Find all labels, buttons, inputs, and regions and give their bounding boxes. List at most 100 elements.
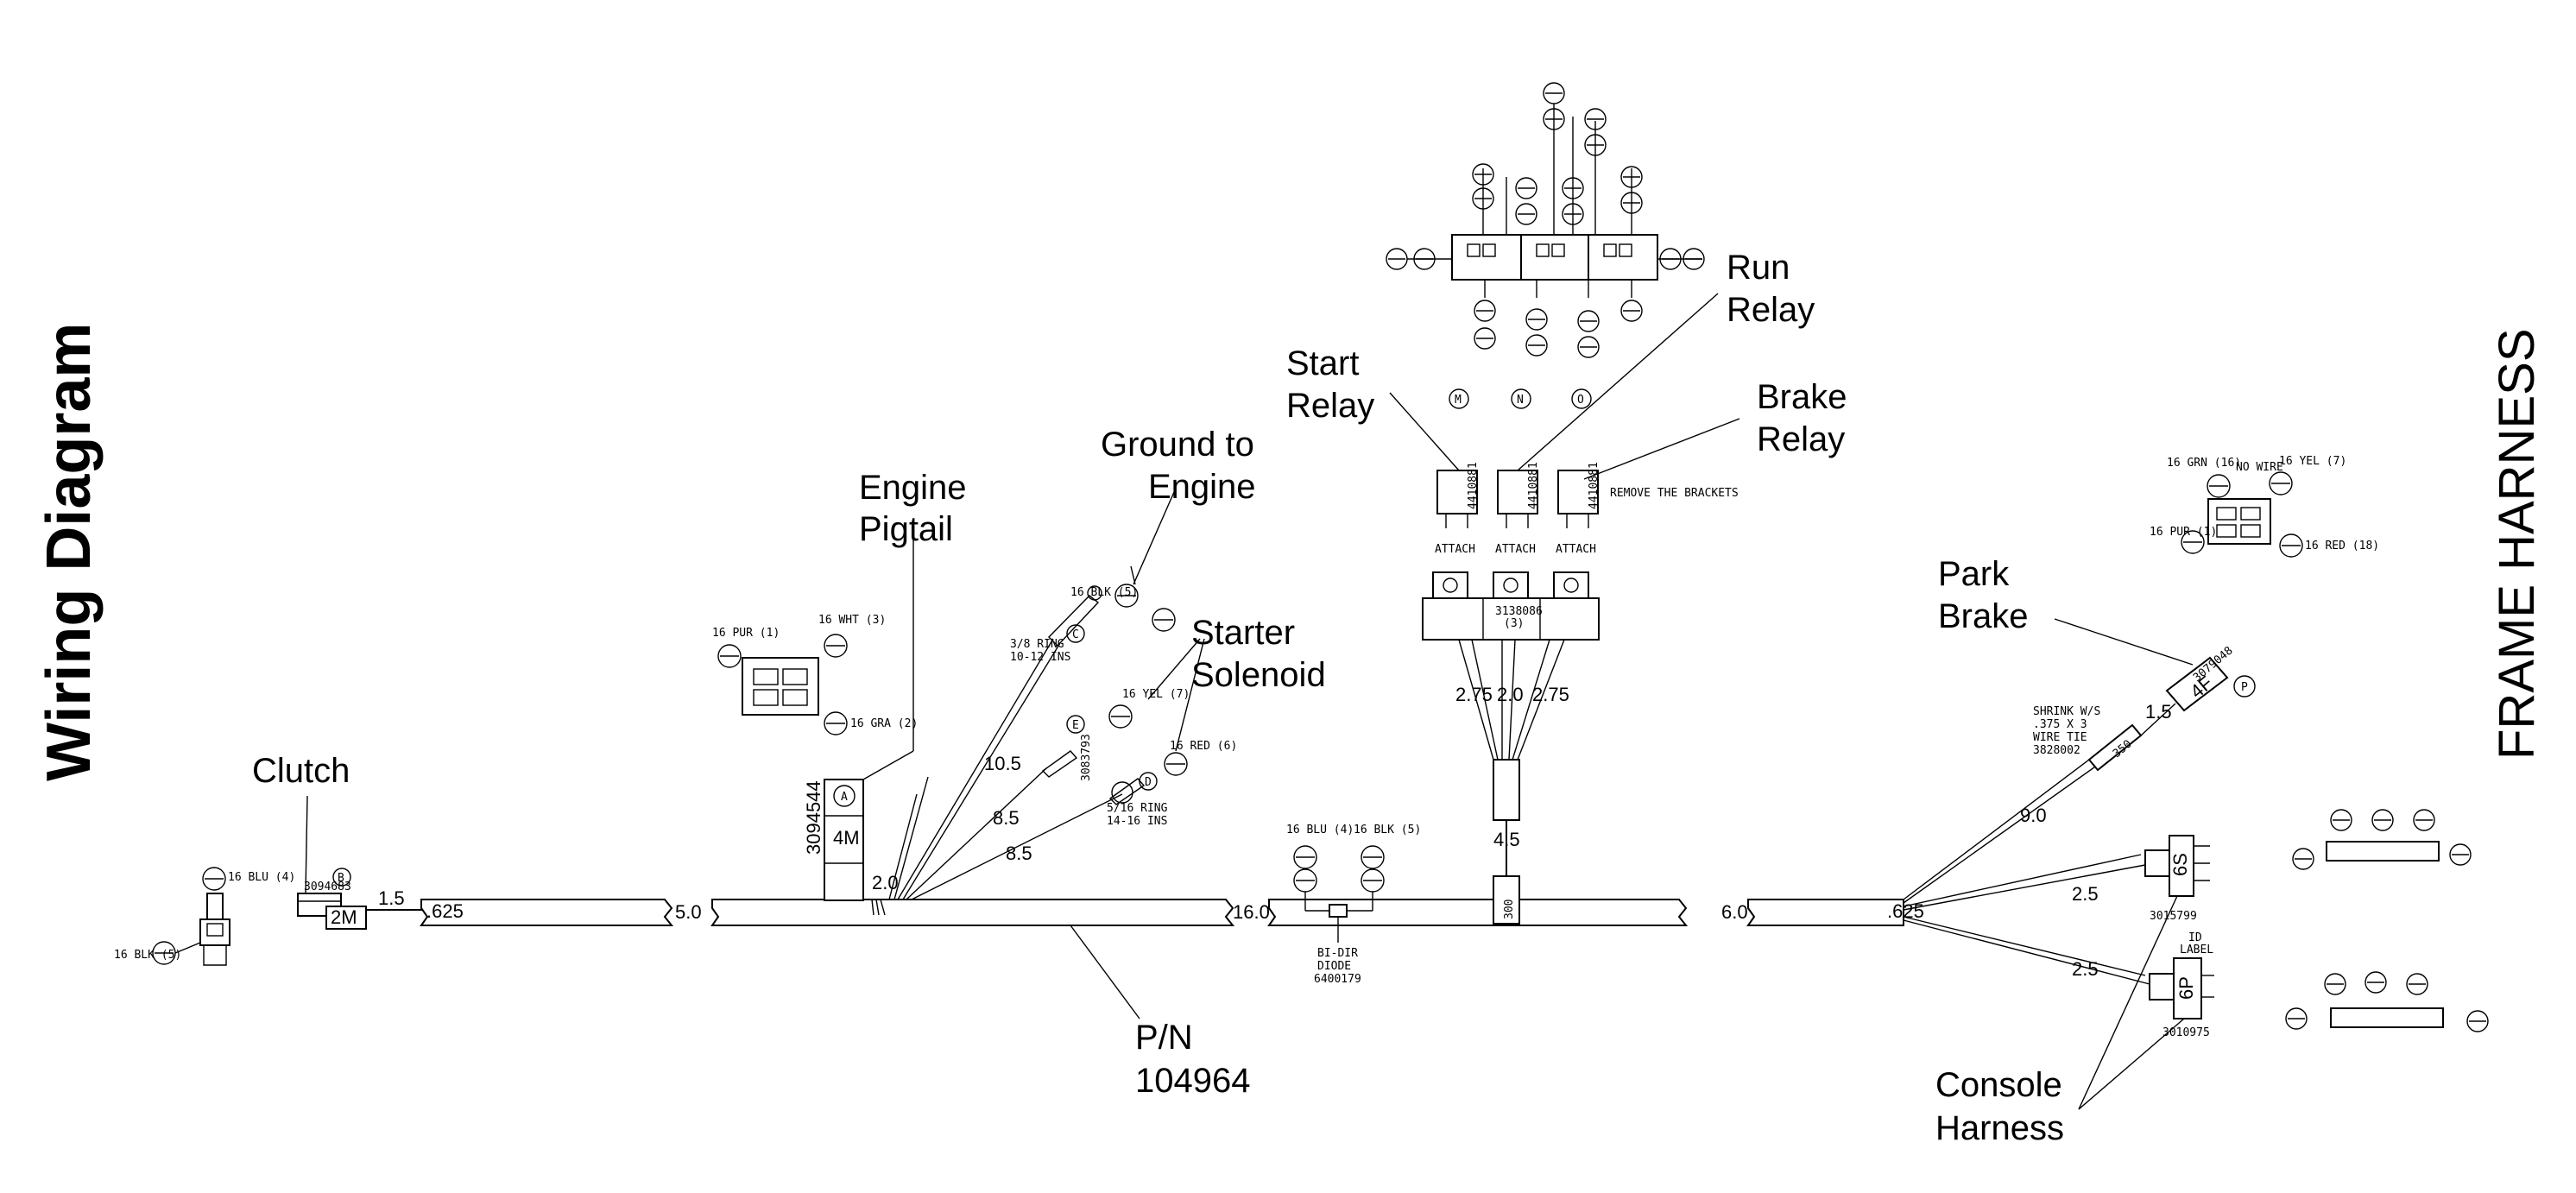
part-number-2: 104964 [1135, 1062, 1250, 1100]
trunk-length-2: 5.0 [675, 901, 702, 923]
console-harness-callout-2: Harness [1935, 1109, 2064, 1147]
park-wire-b: 16 YEL (7) [2279, 455, 2346, 468]
ground-callout-1: Ground to [1101, 426, 1254, 464]
solenoid-ring-2: 14-16 INS [1107, 815, 1167, 828]
solenoid-length-b: 8.5 [1006, 843, 1032, 864]
relay-drop-length: 4.5 [1493, 829, 1520, 850]
terminal-circle [1515, 177, 1537, 199]
remove-brackets-note: REMOVE THE BRACKETS [1610, 487, 1739, 500]
terminal-circle [1543, 82, 1565, 104]
park-connector-detail [2181, 471, 2303, 558]
solenoid-length-a: 8.5 [993, 807, 1020, 829]
terminal-circle [2466, 1010, 2489, 1032]
solenoid-circle-b: D [1145, 776, 1152, 789]
pigtail-wire-c: 16 GRA (2) [850, 717, 918, 730]
ground-ring-label-1: 3/8 RING [1010, 638, 1064, 651]
terminal-circle [1584, 108, 1607, 130]
terminal-circle [1525, 308, 1548, 331]
terminal-circle [2406, 973, 2428, 995]
park-wire-nc: NO WIRE [2236, 461, 2283, 474]
relay-part-a: 4410881 [1467, 462, 1480, 509]
starter-solenoid-terminals [1041, 638, 1205, 805]
terminal-circle [1413, 248, 1436, 270]
diode-label-2: DIODE [1317, 960, 1351, 973]
terminal-circle [1525, 334, 1548, 357]
engine-pigtail-callout-1: Engine [859, 469, 967, 507]
console-terminal-circles [2285, 809, 2489, 1032]
ground-callout-2: Engine [1148, 468, 1256, 506]
relay-block-pn-1: 3138086 [1495, 605, 1543, 618]
start-relay-callout-1: Start [1286, 344, 1359, 382]
relay-code-circle-m [1449, 388, 1469, 409]
terminal-circle [2364, 971, 2387, 994]
diode-wire-b: 16 BLK (5) [1354, 824, 1421, 836]
shrink-2: .375 X 3 [2033, 718, 2087, 731]
run-relay-callout-1: Run [1727, 249, 1790, 287]
park-brake-callout-2: Brake [1938, 597, 2029, 635]
clutch-connector [152, 867, 367, 966]
ground-ring [1048, 491, 1176, 647]
solenoid-circle-a: E [1072, 719, 1079, 732]
terminal-circle [1474, 300, 1496, 322]
trunk-length-1: 1.5 [378, 887, 405, 909]
console-a-code: 6S [2169, 853, 2191, 876]
terminal-circle [1620, 166, 1643, 188]
part-number-1: P/N [1135, 1019, 1193, 1057]
diode [1293, 845, 1385, 943]
ground-wire-label: 16 BLK (5) [1070, 586, 1138, 599]
terminal-circle [2371, 809, 2394, 831]
terminal-circle [2292, 848, 2314, 870]
right-branches [1903, 618, 2256, 1110]
relay-length-c: 2.75 [1532, 684, 1569, 705]
terminal-circle [1683, 248, 1705, 270]
relay-code-m: M [1455, 394, 1462, 407]
terminal-circle [2330, 809, 2352, 831]
relay-part-b: 4410881 [1527, 462, 1540, 509]
clutch-connector-pn: 3094683 [304, 881, 351, 893]
relay-attach-b: ATTACH [1495, 543, 1536, 556]
relay-code-n: N [1517, 394, 1524, 407]
relay-code-circle-n [1511, 388, 1531, 409]
solenoid-wire-a: 16 YEL (7) [1122, 688, 1190, 701]
console-connector-details [2326, 841, 2444, 1028]
terminal-circle [1577, 310, 1600, 332]
run-relay-callout-2: Relay [1727, 291, 1815, 329]
clutch-circle-label: B [338, 872, 344, 885]
pigtail-code: 4M [833, 827, 860, 849]
park-wire-a: 16 GRN (16) [2167, 457, 2241, 470]
terminal-circle [2285, 1007, 2308, 1030]
park-end-length: 1.5 [2145, 701, 2172, 723]
console-length-a: 2.5 [2072, 883, 2099, 905]
park-length: 9.0 [2020, 805, 2047, 826]
diode-label-3: 6400179 [1314, 973, 1361, 986]
console-harness-callout-1: Console [1935, 1066, 2062, 1104]
terminal-circle [1472, 187, 1494, 210]
console-b-pn: 3010975 [2162, 1026, 2210, 1039]
terminal-circle [1562, 177, 1584, 199]
terminal-circle [1474, 327, 1496, 350]
console-b-label-1: ID [2188, 931, 2202, 944]
terminal-circle [2449, 843, 2472, 866]
park-circle-label: P [2241, 681, 2248, 694]
terminal-circle [1562, 203, 1584, 225]
relay-code-o: O [1577, 394, 1584, 407]
trunk-length-4: 6.0 [1721, 901, 1748, 923]
starter-callout-2: Solenoid [1191, 656, 1326, 694]
clutch-circle [332, 868, 351, 887]
shrink-4: 3828002 [2033, 744, 2080, 757]
relay-attach-c: ATTACH [1556, 543, 1596, 556]
solenoid-ring-1: 5/16 RING [1107, 802, 1168, 815]
start-relay-callout-2: Relay [1286, 387, 1374, 425]
diode-label-1: BI-DIR [1317, 947, 1358, 960]
park-wire-c: 16 PUR (1) [2150, 526, 2217, 539]
console-b-code: 6P [2175, 976, 2197, 1000]
starter-callout-1: Starter [1191, 614, 1295, 652]
relay-diagram-top [1407, 104, 1702, 298]
pn-leader [1070, 925, 1140, 1019]
relay-length-b: 2.0 [1497, 684, 1524, 705]
relay-part-c: 4410881 [1588, 462, 1601, 509]
pigtail-wire-a: 16 PUR (1) [712, 627, 780, 640]
terminal-circle [1515, 203, 1537, 225]
terminal-circle [1659, 248, 1682, 270]
trunk-length-1-end: .625 [426, 900, 464, 922]
